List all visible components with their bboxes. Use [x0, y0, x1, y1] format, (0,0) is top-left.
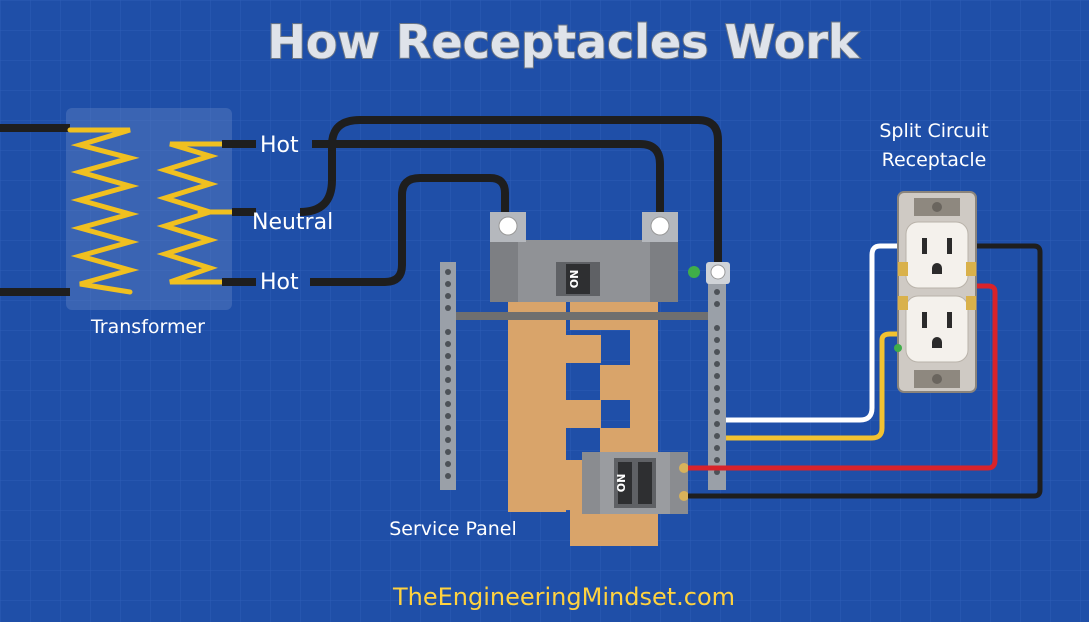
ground-bar-left: [440, 262, 456, 490]
secondary-coil: [156, 141, 235, 285]
receptacle-outlet-bottom[interactable]: [905, 295, 969, 363]
branch-breaker-on-label: ON: [615, 474, 628, 493]
diagram-title: How Receptacles Work: [267, 15, 860, 69]
neutral-label: Neutral: [252, 210, 333, 235]
main-breaker-on-label: ON: [568, 270, 581, 289]
receptacle-outlet-top[interactable]: [905, 221, 969, 289]
split-circuit-receptacle: [894, 191, 977, 393]
main-breaker: ON: [490, 212, 678, 302]
neutral-service-wire: [299, 116, 722, 268]
black-hot-branch-wire: [688, 243, 1043, 499]
receptacle-label-line1: Split Circuit: [879, 120, 988, 142]
neutral-bar-right: [688, 262, 730, 490]
branch-breaker-switch[interactable]: [618, 462, 632, 504]
receptacle-label-line2: Receptacle: [882, 149, 987, 171]
hot-wire-top: [312, 140, 664, 222]
transformer-label: Transformer: [90, 316, 205, 338]
primary-coil: [67, 127, 140, 295]
bonding-bar: [445, 312, 715, 320]
red-hot-branch-wire: [688, 283, 998, 471]
hot-wire-bottom: [310, 174, 509, 286]
ground-screw: [688, 266, 700, 278]
ground-branch-wire: [726, 331, 900, 441]
main-breaker-switch[interactable]: [566, 264, 590, 294]
bus-bar: [508, 300, 658, 546]
hot-bottom-label: Hot: [260, 270, 299, 295]
branch-breaker: ON: [582, 452, 689, 514]
neutral-branch-wire: [726, 243, 906, 423]
service-panel-label: Service Panel: [389, 518, 517, 540]
site-footer: TheEngineeringMindset.com: [392, 583, 735, 611]
hot-top-label: Hot: [260, 133, 299, 158]
